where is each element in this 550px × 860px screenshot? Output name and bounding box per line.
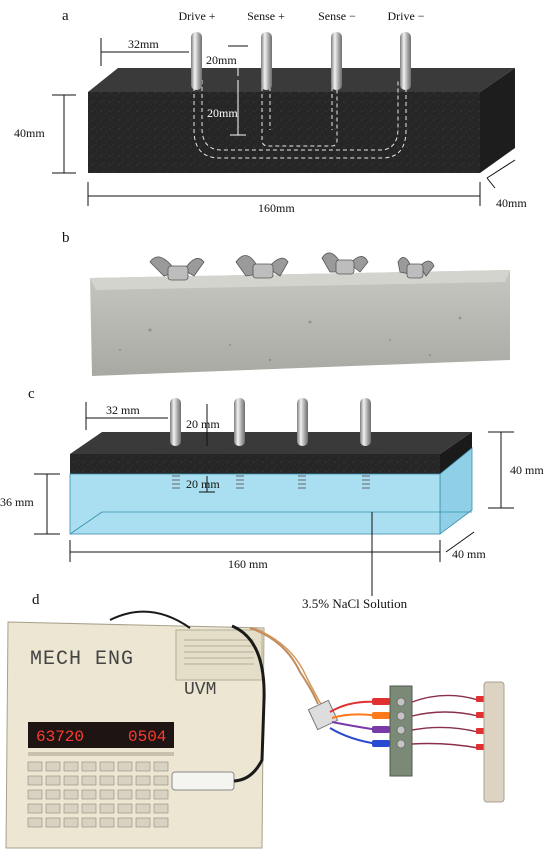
slab-c-side: [440, 432, 472, 474]
rod-c-3: [297, 398, 308, 446]
slab-c-top: [70, 432, 472, 454]
connector-clip: [307, 699, 339, 731]
dim-a-offset: 32mm: [128, 37, 159, 51]
copper-wires: [249, 627, 319, 705]
rods-a: [191, 32, 411, 90]
handwriting-mech-eng: MECH ENG: [30, 648, 134, 671]
dim-c-length: 160 mm: [228, 557, 268, 571]
jumper-wires: [411, 694, 479, 749]
panel-a-letter: a: [62, 8, 69, 24]
rod-drive-plus: [191, 32, 202, 90]
black-cable: [231, 624, 266, 783]
handwriting-uvm: UVM: [184, 680, 216, 700]
rod-sense-minus: [331, 32, 342, 90]
wing-nut-1: [149, 256, 205, 281]
drive-minus-label: Drive −: [387, 9, 424, 23]
panel-b: b: [62, 230, 510, 376]
dim-a-lower: 20mm: [207, 106, 238, 120]
usb-adapter: [171, 771, 235, 791]
dim-c-water: 36 mm: [0, 495, 34, 509]
dim-a-upper: 20mm: [206, 53, 237, 67]
display-reading-right: 0504: [128, 728, 166, 746]
display-reading-left: 63720: [36, 728, 84, 746]
rod-c-1: [170, 398, 181, 446]
banana-plugs: [372, 698, 390, 747]
panel-a: a Drive + Sense + Sense − Drive −: [14, 8, 527, 215]
wing-nut-4: [397, 257, 435, 279]
sense-plus-label: Sense +: [247, 9, 285, 23]
dims-a: [52, 38, 516, 206]
meter-display: [28, 722, 174, 748]
dim-c-offset: 32 mm: [106, 403, 140, 417]
panel-d: d MECH ENG UVM 63720 0504: [5, 592, 505, 849]
springs-c: [172, 475, 370, 489]
wing-nuts-b: [149, 252, 435, 281]
rods-c: [170, 398, 371, 446]
drive-plus-label: Drive +: [178, 9, 215, 23]
dim-c-lower: 20 mm: [186, 477, 220, 491]
dim-a-length: 160mm: [258, 201, 295, 215]
test-leads: [329, 700, 379, 745]
dims-c: [34, 402, 514, 596]
wing-nut-3: [321, 252, 369, 275]
dim-a-height: 40mm: [14, 126, 45, 140]
tank-front: [69, 473, 441, 535]
dim-c-upper: 20 mm: [186, 417, 220, 431]
panel-c: c: [0, 386, 544, 611]
rod-drive-minus: [400, 32, 411, 90]
solution-label: 3.5% NaCl Solution: [302, 596, 408, 611]
block-a-top: [88, 68, 515, 92]
meter-keypad[interactable]: [27, 761, 169, 828]
dims-a-inner: [228, 45, 248, 136]
concrete-specimen: [483, 681, 505, 803]
panel-d-letter: d: [32, 592, 40, 608]
panel-b-letter: b: [62, 230, 70, 246]
block-a-side: [480, 68, 515, 173]
wing-nut-2: [235, 255, 289, 279]
panel-c-letter: c: [28, 386, 35, 402]
slab-c-front: [70, 454, 440, 474]
dim-c-height: 40 mm: [510, 463, 544, 477]
rod-c-4: [360, 398, 371, 446]
rod-c-2: [234, 398, 245, 446]
block-b-photo: [90, 270, 510, 376]
sense-minus-label: Sense −: [318, 9, 356, 23]
dim-c-depth: 40 mm: [452, 547, 486, 561]
block-a-front: [88, 92, 480, 173]
dim-a-depth: 40mm: [496, 196, 527, 210]
rod-sense-plus: [261, 32, 272, 90]
